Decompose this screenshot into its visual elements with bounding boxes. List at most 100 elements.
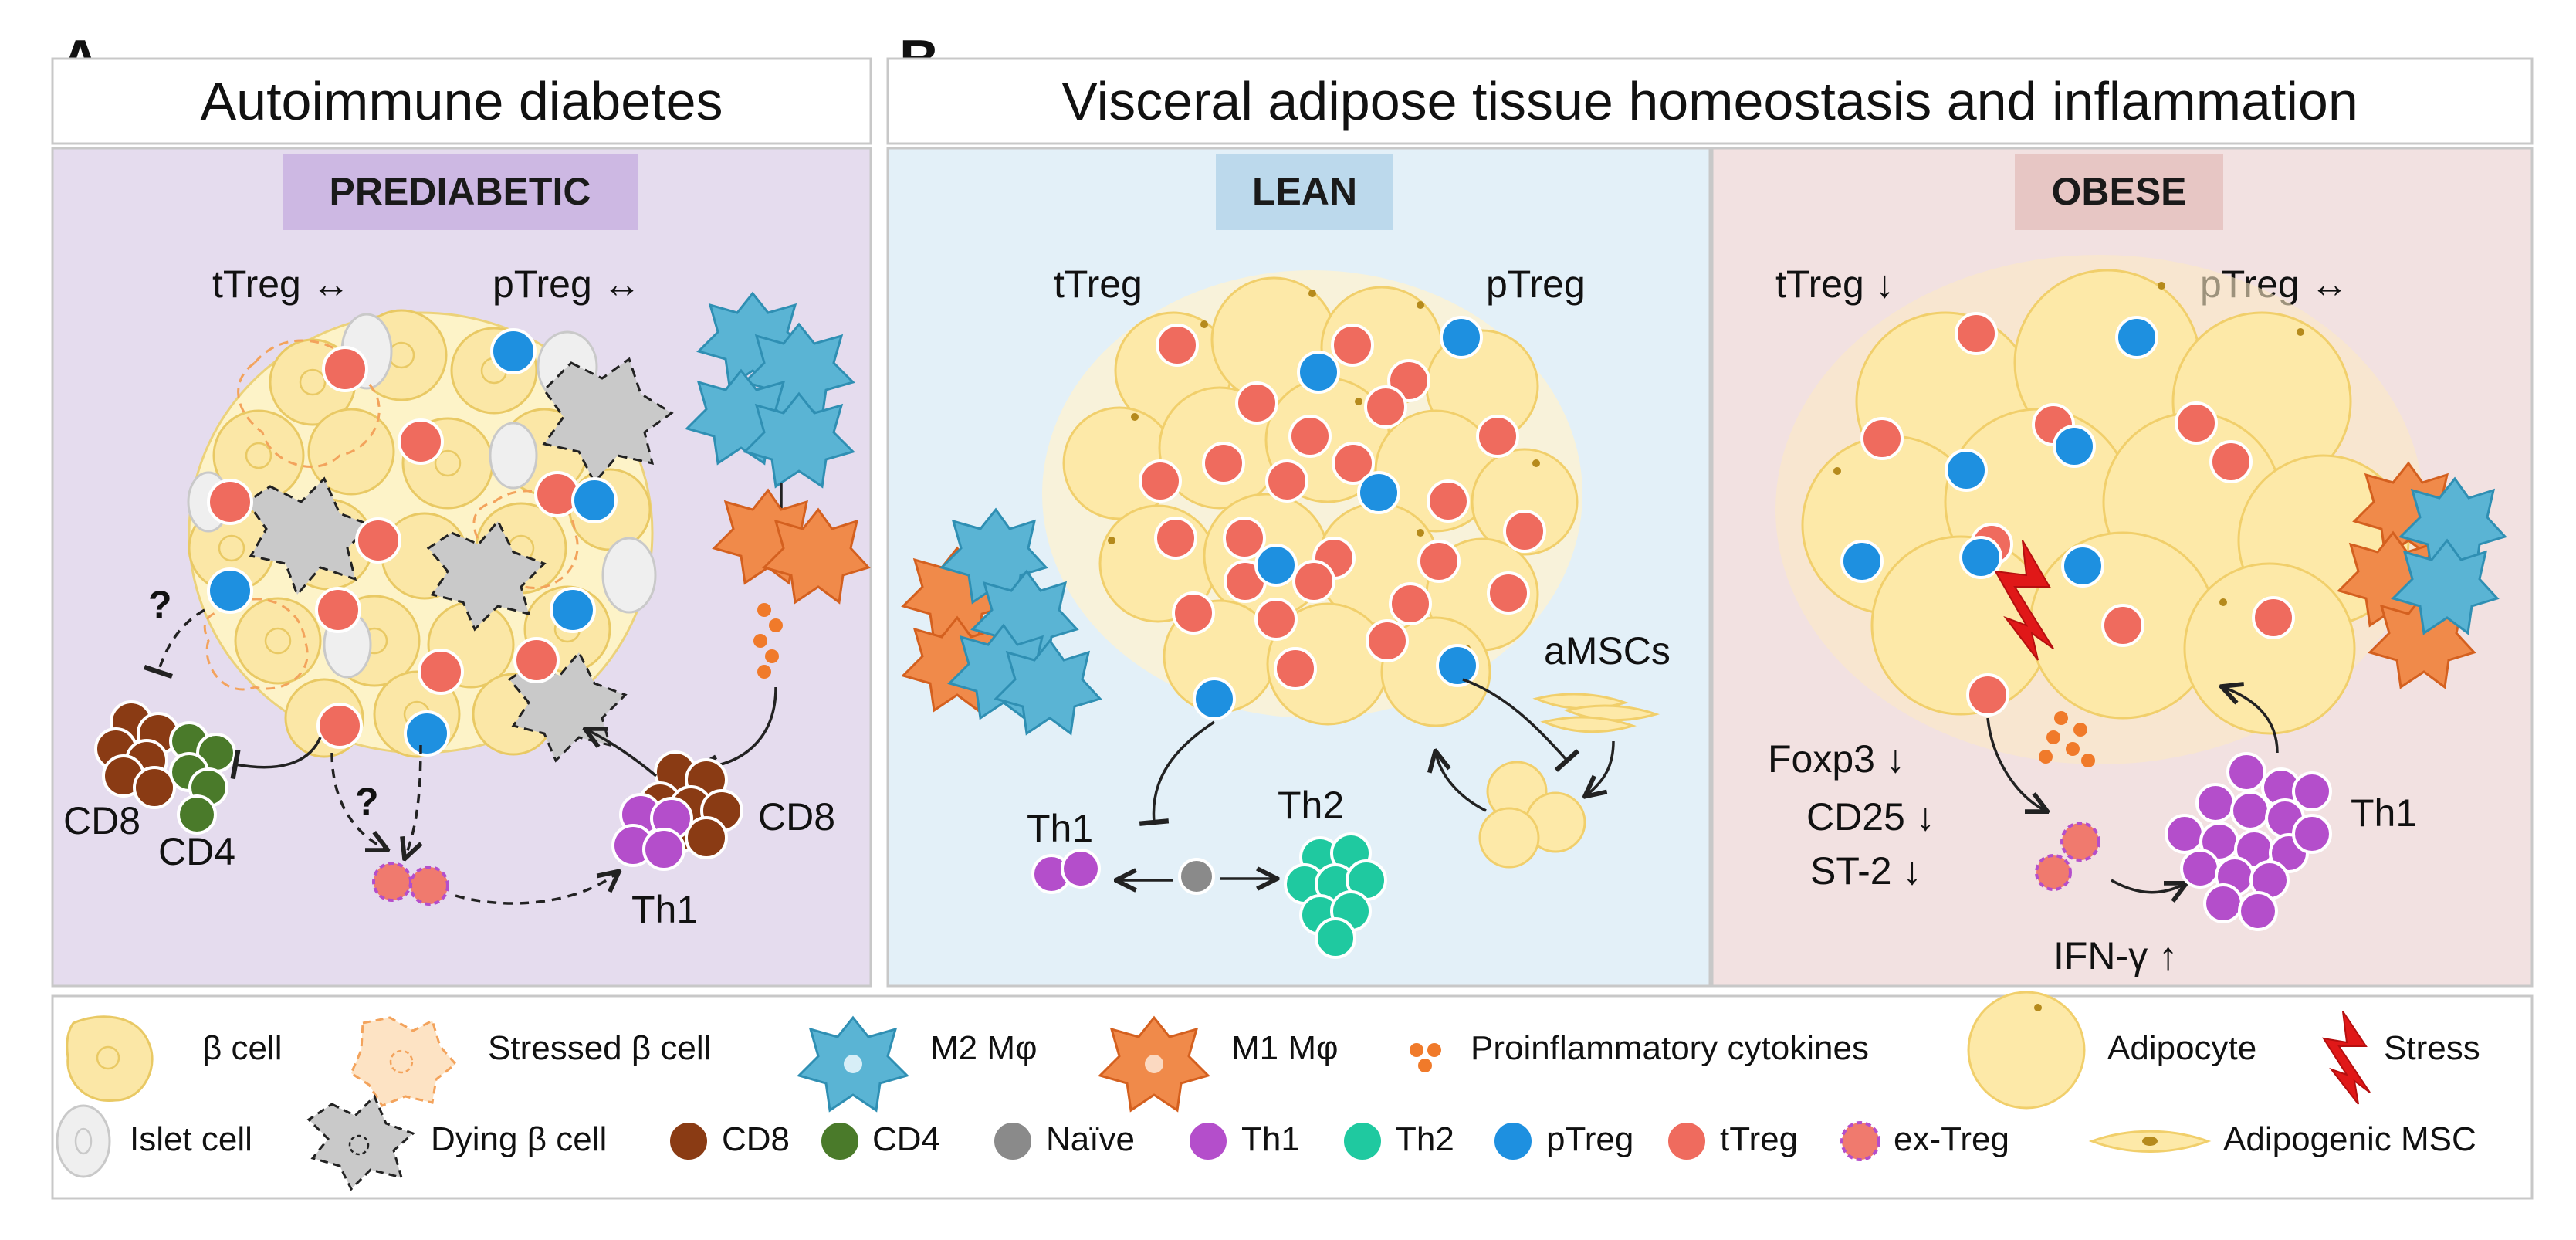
obese-badge-text: OBESE <box>2051 170 2186 213</box>
cd4-cell-icon <box>818 1120 861 1163</box>
legend-box <box>51 994 2534 1200</box>
th2-cells-lean <box>1284 832 1387 959</box>
prediabetic-badge-text: PREDIABETIC <box>330 170 591 213</box>
cd8-label-left: CD8 <box>63 799 140 842</box>
extreg-to-th1-obese <box>2111 879 2185 893</box>
legend-stress: Stress <box>2384 1029 2480 1067</box>
ptreg-cells-lean <box>1193 316 1483 720</box>
st2-label: ST-2 ↓ <box>1810 849 1921 893</box>
lean-badge <box>1216 154 1393 230</box>
th1-label-obese: Th1 <box>2351 791 2417 835</box>
legend-beta-cell: β cell <box>202 1029 283 1067</box>
adipocyte-to-tissue-arrow <box>1436 753 1487 812</box>
panel-a-title-box <box>51 57 872 145</box>
adipocyte-icon <box>1967 991 2086 1110</box>
ttreg-cells-obese <box>1860 312 2295 717</box>
legend-th1: Th1 <box>1241 1120 1300 1158</box>
cd4-label: CD4 <box>158 830 235 873</box>
th1-label-lean: Th1 <box>1027 807 1093 850</box>
question-mark-1: ? <box>148 583 172 626</box>
legend-cd4: CD4 <box>872 1120 940 1158</box>
cd4-cluster <box>169 721 236 835</box>
extreg-cells-obese <box>2035 822 2100 891</box>
ptreg-cells-a <box>207 328 618 757</box>
panel-a-title: Autoimmune diabetes <box>200 71 723 131</box>
cd8-cell-icon <box>667 1120 710 1163</box>
cytokines-obese <box>2039 711 2095 767</box>
th1-label-a: Th1 <box>631 888 698 931</box>
ptreg-to-msc-line <box>1462 678 1580 772</box>
th1-cluster-a <box>611 793 693 871</box>
m2-macrophage-icon <box>797 1015 909 1113</box>
cytokines-a <box>753 603 783 679</box>
stress-bolt-icon <box>2321 1011 2371 1105</box>
cd25-label: CD25 ↓ <box>1806 795 1935 839</box>
legend-msc: Adipogenic MSC <box>2223 1120 2476 1158</box>
stress-bolt <box>1994 540 2054 661</box>
legend-islet-cell: Islet cell <box>130 1120 252 1158</box>
prediabetic-badge <box>283 154 638 230</box>
panel-b-title-box <box>886 57 2534 145</box>
legend-extreg: ex-Treg <box>1894 1120 2009 1158</box>
pancreatic-islet <box>187 309 674 763</box>
ttreg-cells-lean <box>1139 324 1546 690</box>
ifng-label: IFN-γ ↑ <box>2053 934 2178 977</box>
panel-a: A Autoimmune diabetes PREDIABETIC tTreg … <box>51 29 872 988</box>
th1-cells-lean <box>1031 849 1101 894</box>
ptreg-label-a: pTreg ↔ <box>493 263 641 306</box>
th2-cell-icon <box>1341 1120 1384 1163</box>
legend-naive: Naïve <box>1046 1120 1135 1158</box>
islet-cell-icon <box>56 1104 111 1178</box>
panel-b-title: Visceral adipose tissue homeostasis and … <box>1061 71 2358 131</box>
ptreg-suppression-dashed <box>144 608 205 679</box>
th1-cell-icon <box>1186 1120 1230 1163</box>
cytokine-icon <box>1410 1043 1441 1072</box>
m1-macrophage-icon <box>1098 1015 1210 1113</box>
legend-cd8: CD8 <box>722 1120 790 1158</box>
ttreg-label-obese: tTreg ↓ <box>1775 263 1894 306</box>
cd8-cluster-left <box>94 700 180 809</box>
m1-macrophage-cluster-a <box>712 488 871 605</box>
question-mark-2: ? <box>355 780 379 823</box>
panel-b: B Visceral adipose tissue homeostasis an… <box>886 29 2534 988</box>
macrophage-cluster-lean <box>901 507 1102 736</box>
legend-stressed-beta-cell: Stressed β cell <box>488 1029 711 1067</box>
stressed-beta-cell-icon <box>350 1016 458 1107</box>
ttreg-cells-a <box>207 346 581 749</box>
naive-cell-icon <box>991 1120 1034 1163</box>
ptreg-to-extreg-dashed <box>405 744 421 857</box>
legend-ttreg: tTreg <box>1720 1120 1798 1158</box>
ttreg-to-extreg-obese <box>1986 717 2046 811</box>
ptreg-suppress-th1-lean <box>1139 720 1215 826</box>
ttreg-to-extreg-dashed <box>330 752 386 849</box>
msc-cluster <box>1532 693 1660 733</box>
th1-to-islet-arrow <box>587 730 658 778</box>
legend-m2: M2 Mφ <box>930 1029 1038 1067</box>
legend-th2: Th2 <box>1396 1120 1454 1158</box>
naive-cell-lean <box>1178 858 1215 895</box>
cd8-cluster-right <box>638 750 743 859</box>
treg-suppression-line <box>230 737 322 780</box>
obese-adipose-tissue <box>1775 255 2424 764</box>
macrophage-cluster-obese <box>2337 461 2507 689</box>
ptreg-cells-obese <box>1840 316 2158 588</box>
obese-badge <box>2015 154 2223 230</box>
cd8-label-right: CD8 <box>758 795 835 839</box>
legend-dying-beta-cell: Dying β cell <box>431 1120 607 1158</box>
msc-icon <box>2088 1130 2212 1153</box>
ptreg-label-lean: pTreg <box>1486 263 1586 306</box>
beta-cell-icon <box>66 1015 154 1103</box>
m2-macrophage-cluster-a <box>685 291 855 489</box>
ttreg-label-a: tTreg ↔ <box>212 263 350 306</box>
legend-cytokines: Proinflammatory cytokines <box>1471 1029 1869 1067</box>
extreg-cell-icon <box>1840 1121 1880 1161</box>
lean-badge-text: LEAN <box>1252 170 1357 213</box>
legend-adipocyte: Adipocyte <box>2107 1029 2256 1067</box>
th1-to-tissue-obese <box>2223 687 2279 754</box>
new-adipocytes <box>1478 761 1586 869</box>
legend-ptreg: pTreg <box>1546 1120 1633 1158</box>
th2-label-lean: Th2 <box>1278 784 1344 827</box>
extreg-cells-a <box>372 862 449 906</box>
msc-to-adipocyte-arrow <box>1586 740 1615 795</box>
